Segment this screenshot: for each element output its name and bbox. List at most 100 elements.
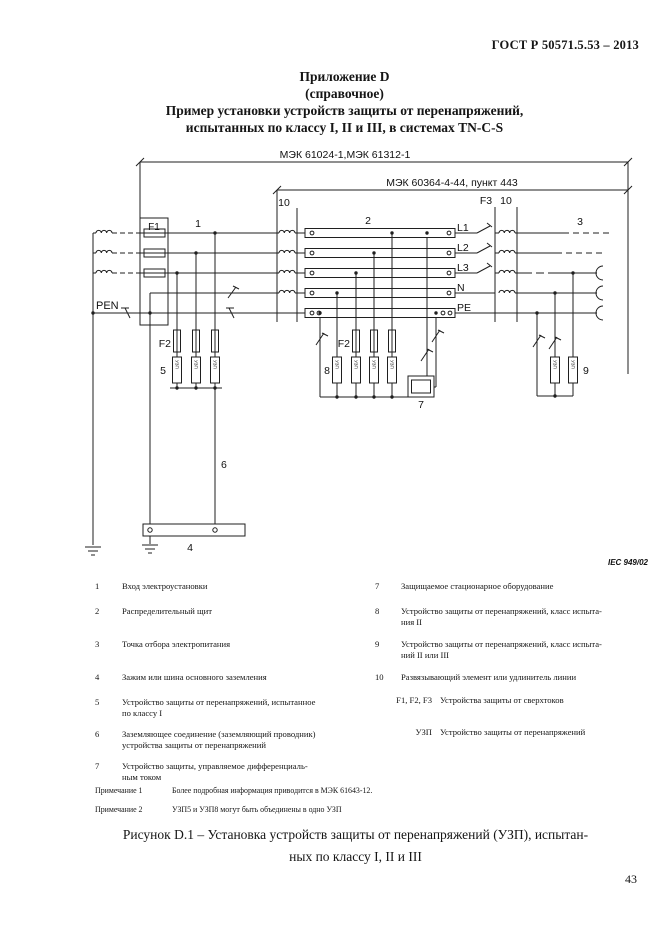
legend-item-number: 5 — [95, 697, 100, 707]
legend-item: 3 Точка отбора электропитания — [95, 639, 361, 650]
scope-outer-label: МЭК 61024-1,МЭК 61312-1 — [280, 149, 411, 161]
legend-item: 8 Устройство защиты от перенапряжений, к… — [370, 606, 654, 627]
key4-label: 4 — [187, 542, 193, 554]
pen-label: PEN — [96, 300, 119, 312]
legend-right-column: 7 Защищаемое стационарное оборудование 8… — [370, 581, 654, 738]
note-label: Примечание 1 — [95, 786, 143, 795]
f3-switches-and-decoupling — [455, 207, 518, 322]
legend-item-number: 3 — [95, 639, 100, 649]
appendix-title-line3: Пример установки устройств защиты от пер… — [165, 103, 524, 118]
spd-box-label: УЗП — [553, 360, 558, 369]
legend-item-text: Развязывающий элемент или удлинитель лин… — [401, 672, 577, 682]
l1-label: L1 — [457, 222, 469, 234]
spd-box-label: УЗП — [213, 360, 218, 369]
iec-figure-ref: IEC 949/02 — [608, 558, 649, 567]
phase-lines — [93, 232, 305, 524]
appendix-title-line1: Приложение D — [299, 69, 390, 84]
f2-left-label: F2 — [159, 338, 171, 350]
page-number: 43 — [625, 872, 637, 886]
legend-item-number: 4 — [95, 672, 100, 682]
note-label: Примечание 2 — [95, 804, 143, 814]
legend-item: 6 Заземляющее соединение (заземляющий пр… — [95, 729, 361, 750]
legend-item-number: 10 — [375, 672, 384, 682]
f2-center-label: F2 — [338, 338, 350, 350]
key6-label: 6 — [221, 459, 227, 471]
appendix-title-line2: (справочное) — [305, 86, 384, 101]
supply-source — [85, 229, 140, 556]
n-label: N — [457, 282, 465, 294]
legend-item-text: Устройства защиты от сверхтоков — [440, 695, 564, 705]
socket-icon — [595, 305, 604, 321]
legend-item: F1, F2, F3 Устройства защиты от сверхток… — [370, 695, 654, 706]
spd-box-label: УЗП — [194, 360, 199, 369]
figure-caption-line1: Рисунок D.1 – Установка устройств защиты… — [122, 827, 589, 842]
legend-item-text: Распределительный щит — [122, 606, 212, 616]
note: Примечание 1 Более подробная информация … — [95, 786, 372, 796]
legend-item: 7 Защищаемое стационарное оборудование — [370, 581, 654, 592]
legend-item: 7 Устройство защиты, управляемое диффере… — [95, 761, 361, 782]
legend-item-text: Устройство защиты от перенапряжений, исп… — [122, 697, 316, 718]
legend-item-text: Устройство защиты от перенапряжений, кла… — [401, 606, 602, 627]
legend-item-text: Зажим или шина основного заземления — [122, 672, 267, 682]
spd-box-label: УЗП — [335, 360, 340, 369]
socket-icon — [595, 265, 604, 281]
legend-item: 9 Устройство защиты от перенапряжений, к… — [370, 639, 654, 660]
main-earthing-bar — [142, 523, 246, 554]
key10-right-label: 10 — [500, 195, 512, 207]
legend-item: 5 Устройство защиты от перенапряжений, и… — [95, 697, 361, 718]
l2-label: L2 — [457, 242, 469, 254]
key2-label: 2 — [365, 215, 371, 227]
legend-item-number: 9 — [375, 639, 380, 649]
pe-label: PE — [457, 302, 471, 314]
key7-label: 7 — [418, 399, 424, 411]
socket-icon — [595, 285, 604, 301]
legend-item-text: Устройство защиты от перенапряжений — [440, 727, 586, 737]
f1-label: F1 — [148, 222, 160, 233]
legend-item-number: 8 — [375, 606, 380, 616]
notes-block: Примечание 1 Более подробная информация … — [95, 786, 372, 823]
f3-label: F3 — [480, 195, 492, 207]
note-text: Более подробная информация приводится в … — [172, 786, 373, 795]
scope-inner-label: МЭК 60364-4-44, пункт 443 — [386, 177, 518, 189]
legend-item-number: 2 — [95, 606, 100, 616]
legend-item-text: Устройство защиты, управляемое дифференц… — [122, 761, 308, 782]
legend-item-number: F1, F2, F3 — [396, 695, 432, 705]
standard-designation: ГОСТ Р 50571.5.53 – 2013 — [491, 38, 639, 52]
legend-item-text: Заземляющее соединение (заземляющий пров… — [122, 729, 316, 750]
spd-box-label: УЗП — [571, 360, 576, 369]
note: Примечание 2 УЗП5 и УЗП8 могут быть объе… — [95, 805, 372, 815]
legend-left-column: 1 Вход электроустановки 2 Распределитель… — [95, 581, 361, 782]
figure-caption: Рисунок D.1 – Установка устройств защиты… — [60, 824, 651, 868]
spd-box-label: УЗП — [390, 360, 395, 369]
legend-item: 10 Развязывающий элемент или удлинитель … — [370, 672, 654, 683]
key3-label: 3 — [577, 216, 583, 228]
legend-item-text: Вход электроустановки — [122, 581, 208, 591]
note-text: УЗП5 и УЗП8 могут быть объединены в одно… — [172, 804, 342, 814]
appendix-title-line4: испытанных по классу I, II и III, в сист… — [185, 120, 504, 135]
legend-item-text: Точка отбора электропитания — [122, 639, 231, 649]
key9-label: 9 — [583, 365, 589, 377]
spd-group-class3 — [536, 273, 578, 397]
l3-label: L3 — [457, 262, 469, 274]
legend-item-number: 6 — [95, 729, 100, 739]
legend-item-number: УЗП — [415, 727, 432, 737]
scope-bracket-outer — [135, 157, 633, 374]
key1-label: 1 — [195, 218, 201, 230]
f1-fuse-box — [139, 217, 169, 326]
legend-item-text: Устройство защиты от перенапряжений, кла… — [401, 639, 602, 660]
legend-item-number: 1 — [95, 581, 100, 591]
spd-box-label: УЗП — [372, 360, 377, 369]
legend-item-text: Защищаемое стационарное оборудование — [401, 581, 554, 591]
junction-dots — [91, 231, 575, 399]
outgoing-circuits — [455, 232, 612, 321]
legend-item-number: 7 — [95, 761, 100, 771]
legend-item: 2 Распределительный щит — [95, 606, 361, 617]
spd-group-class1 — [170, 233, 222, 524]
legend-item-number: 7 — [375, 581, 380, 591]
spd-box-label: УЗП — [175, 360, 180, 369]
legend-item: УЗП Устройство защиты от перенапряжений — [370, 727, 654, 738]
spd-box-label: УЗП — [354, 360, 359, 369]
spd-group-class2-board — [319, 233, 408, 398]
